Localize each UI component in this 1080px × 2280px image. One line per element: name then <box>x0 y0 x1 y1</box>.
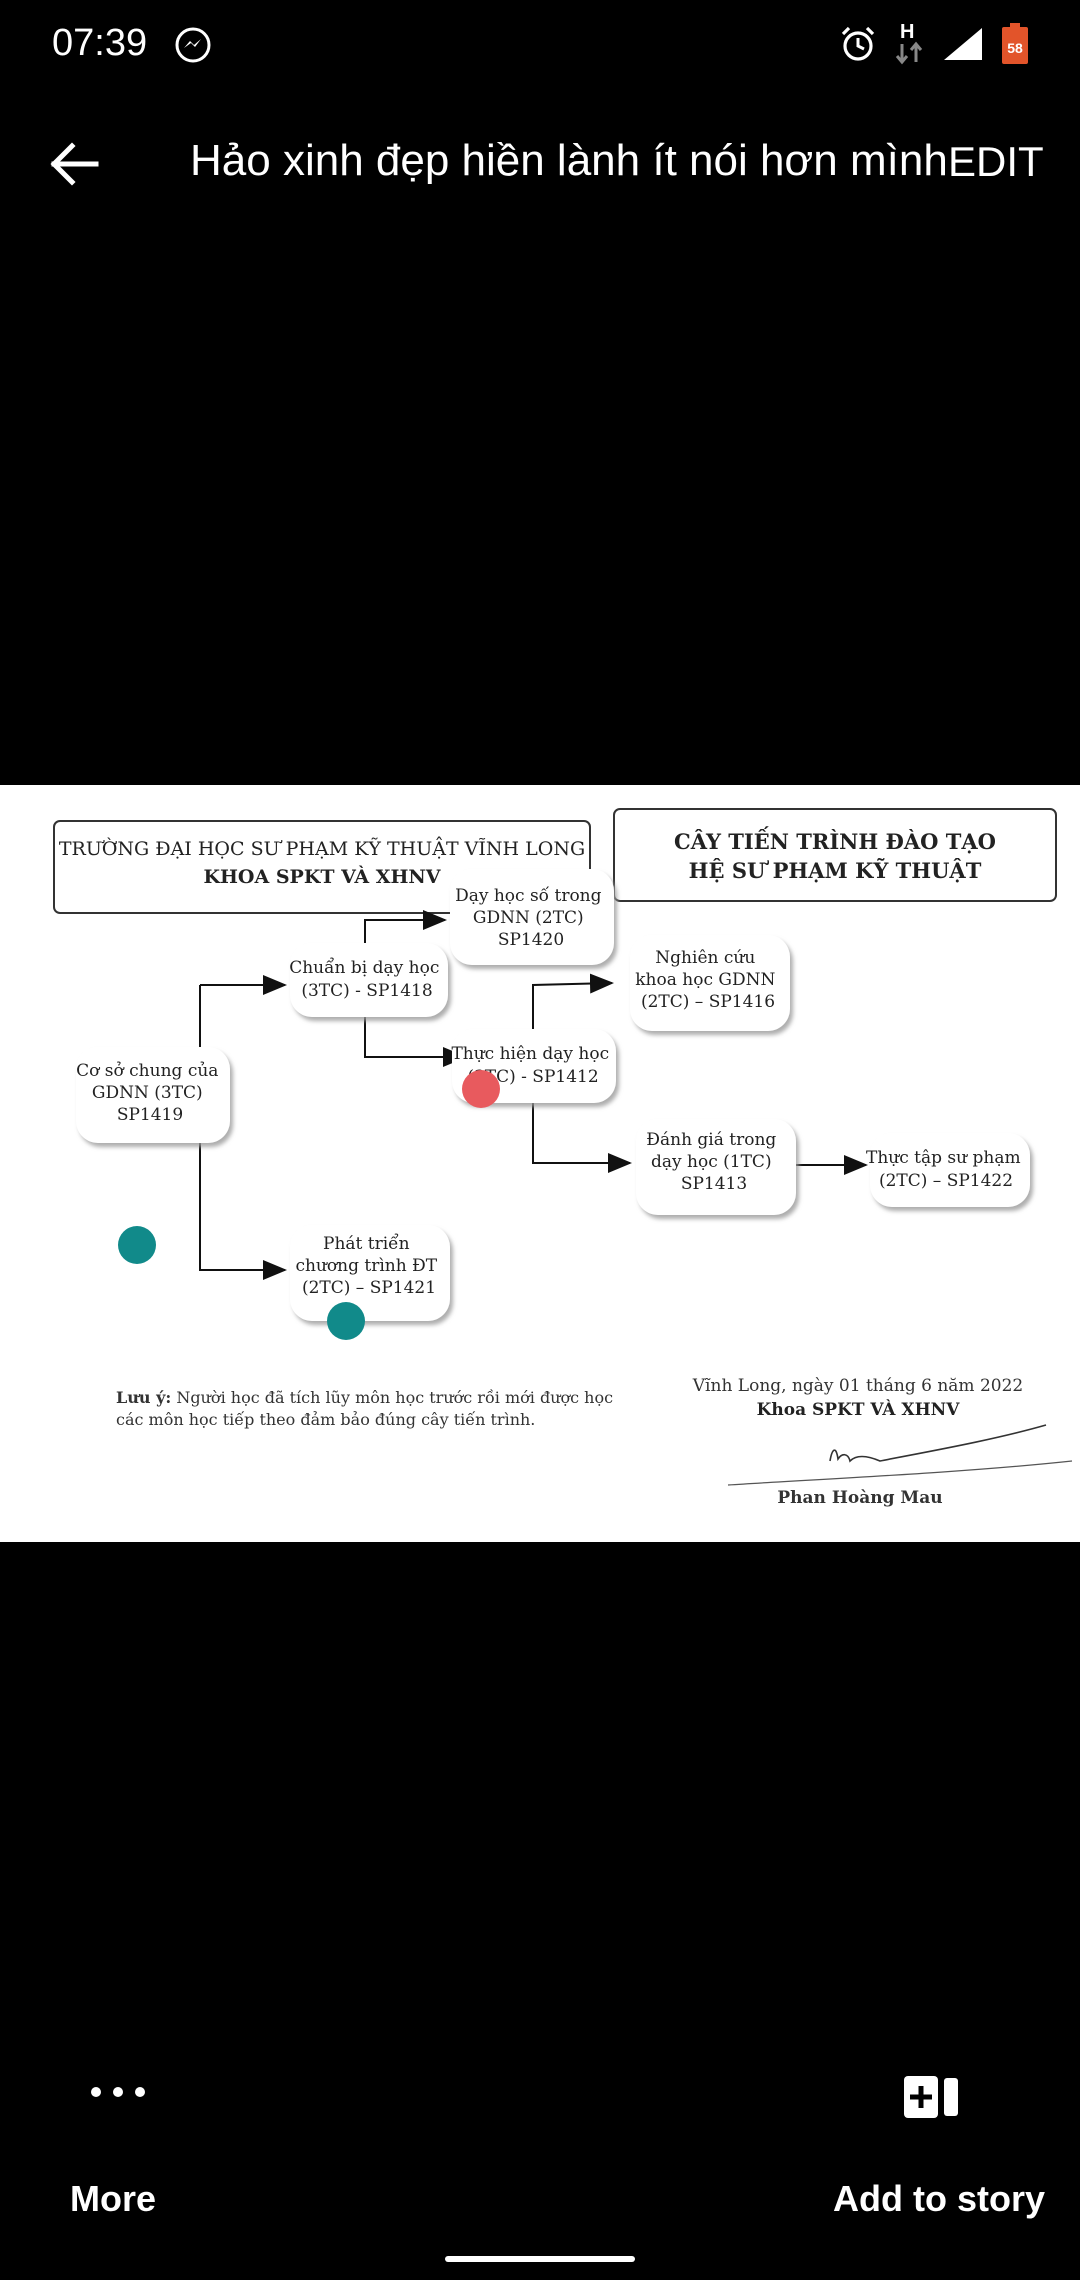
node-sp1413-line3: SP1413 <box>681 1174 747 1194</box>
alarm-icon <box>841 26 875 61</box>
signer-name: Phan Hoàng Mau <box>777 1488 942 1508</box>
svg-text:Thực hiện dạy học (3TC): Thực hiện dạy học (3TC) - SP1412 <box>451 1044 614 1087</box>
node-sp1420 <box>450 869 614 965</box>
more-button[interactable]: More <box>60 2060 240 2219</box>
node-sp1421-line2: chương trình ĐT <box>295 1256 437 1276</box>
note-line2: các môn học tiếp theo đảm bảo đúng cây t… <box>116 1410 535 1429</box>
node-sp1419-line3: SP1419 <box>117 1105 183 1125</box>
status-time: 07:39 <box>52 22 148 64</box>
node-sp1420-line2: GDNN (2TC) <box>473 908 584 928</box>
node-sp1421 <box>290 1225 450 1321</box>
node-sp1416-line1: Nghiên cứu <box>655 948 755 968</box>
photo-caption-title: Hảo xinh đẹp hiền lành ít nói hơn mình .… <box>190 136 950 185</box>
document-title-line1: CÂY TIẾN TRÌNH ĐÀO TẠO <box>674 827 996 854</box>
node-sp1416-line2: khoa học GDNN <box>635 970 775 990</box>
document-title-box <box>613 808 1057 902</box>
handwritten-signature <box>829 1424 1047 1463</box>
svg-text:Nghiên cứu khoa học GDNN: Nghiên cứu khoa học GDNN (2TC) – SP1416 <box>635 948 781 1012</box>
node-sp1422 <box>870 1133 1030 1207</box>
node-sp1412-line1: Thực hiện dạy học <box>451 1044 609 1064</box>
network-type-label: H <box>900 21 914 43</box>
add-story-icon <box>904 2076 958 2118</box>
node-sp1412-line2: (3TC) - SP1412 <box>467 1067 598 1087</box>
teal-marker-dot-2 <box>327 1302 365 1340</box>
signal-icon <box>944 28 982 60</box>
node-sp1416 <box>630 935 790 1031</box>
svg-text:Đánh giá trong dạy học (: Đánh giá trong dạy học (1TC) SP1413 <box>646 1130 781 1194</box>
node-sp1422-line1: Thực tập sư phạm <box>866 1148 1021 1168</box>
arrow-left-icon[interactable] <box>44 134 104 194</box>
node-sp1420-line1: Dạy học số trong <box>455 886 602 906</box>
teal-marker-dot <box>118 1226 156 1264</box>
node-sp1419 <box>76 1047 230 1143</box>
battery-icon: 58 <box>1002 23 1028 64</box>
node-sp1413-line2: dạy học (1TC) <box>651 1152 772 1172</box>
signature-stroke <box>727 1460 1073 1486</box>
note-label: Lưu ý: <box>116 1388 171 1407</box>
node-sp1421-line1: Phát triển <box>323 1234 410 1254</box>
document-title-line2: HỆ SƯ PHẠM KỸ THUẬT <box>689 858 982 883</box>
svg-text:Lưu ý: Người học đã tích lũy m: Lưu ý: Người học đã tích lũy môn học trư… <box>116 1388 618 1429</box>
node-sp1413-line1: Đánh giá trong <box>646 1130 776 1150</box>
node-sp1419-line1: Cơ sở chung của <box>76 1061 218 1081</box>
node-sp1422-line2: (2TC) – SP1422 <box>879 1171 1013 1191</box>
edit-button[interactable]: EDIT <box>948 138 1044 185</box>
svg-text:Chuẩn bị dạy học (3TC) -: Chuẩn bị dạy học (3TC) - SP1418 <box>289 958 445 1001</box>
network-h-icon: H <box>895 21 923 65</box>
node-sp1416-line3: (2TC) – SP1416 <box>641 992 775 1012</box>
svg-text:Thực tập sư phạm (2TC) –: Thực tập sư phạm (2TC) – SP1422 <box>866 1148 1026 1191</box>
note-line1: Người học đã tích lũy môn học trước rồi … <box>171 1388 613 1407</box>
node-sp1419-line2: GDNN (3TC) <box>92 1083 203 1103</box>
place-date: Vĩnh Long, ngày 01 tháng 6 năm 2022 <box>692 1376 1023 1396</box>
node-sp1418 <box>290 943 448 1017</box>
add-to-story-button[interactable]: Add to story <box>820 2060 1060 2219</box>
node-sp1421-line3: (2TC) – SP1421 <box>302 1278 436 1298</box>
svg-text:Phát triển chương trình: Phát triển chương trình ĐT (2TC) – SP142… <box>295 1234 442 1298</box>
add-to-story-label: Add to story <box>833 2178 1045 2219</box>
battery-level: 58 <box>1007 40 1023 56</box>
node-sp1420-line3: SP1420 <box>498 930 564 950</box>
status-bar: 07:39 H 58 <box>0 0 1080 90</box>
home-indicator[interactable] <box>445 2256 635 2262</box>
messenger-icon <box>175 27 211 63</box>
more-label: More <box>70 2178 157 2219</box>
svg-text:Cơ sở chung của GDNN (3T: Cơ sở chung của GDNN (3TC) SP1419 <box>76 1061 224 1125</box>
node-sp1418-line1: Chuẩn bị dạy học <box>289 958 439 978</box>
school-name: TRƯỜNG ĐẠI HỌC SƯ PHẠM KỸ THUẬT VĨNH LON… <box>59 837 585 860</box>
photo-viewer-image[interactable]: TRƯỜNG ĐẠI HỌC SƯ PHẠM KỸ THUẬT VĨNH LON… <box>0 785 1080 1542</box>
node-sp1413 <box>636 1119 796 1215</box>
signing-faculty: Khoa SPKT VÀ XHNV <box>757 1399 961 1420</box>
top-bar: Hảo xinh đẹp hiền lành ít nói hơn mình .… <box>0 110 1080 220</box>
more-dots-icon <box>91 2087 145 2097</box>
red-marker-dot <box>462 1070 500 1108</box>
svg-text:Dạy học số trong GDNN (2: Dạy học số trong GDNN (2TC) SP1420 <box>455 886 607 950</box>
node-sp1418-line2: (3TC) - SP1418 <box>301 981 432 1001</box>
faculty-name: KHOA SPKT VÀ XHNV <box>203 865 441 888</box>
training-progress-document: TRƯỜNG ĐẠI HỌC SƯ PHẠM KỸ THUẬT VĨNH LON… <box>53 808 1073 1508</box>
